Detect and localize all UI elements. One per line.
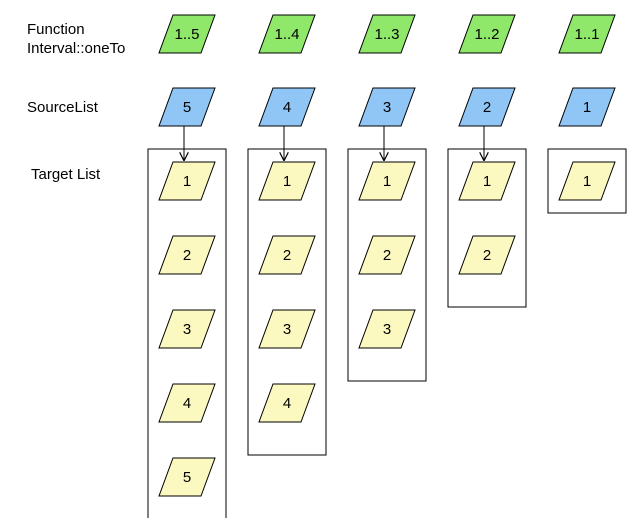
target-item-3-2: 2 (358, 235, 416, 275)
target-item-1-5-shape (158, 457, 216, 497)
target-item-2-2: 2 (258, 235, 316, 275)
target-item-2-2-shape (258, 235, 316, 275)
function-node-5-label: 1..1 (574, 26, 599, 43)
function-node-5-shape (558, 14, 616, 54)
source-row-label: SourceList (27, 99, 98, 116)
target-item-3-2-label: 2 (383, 247, 391, 264)
target-item-2-3: 3 (258, 309, 316, 349)
function-row-label: Function Interval::oneTo (27, 20, 125, 58)
target-item-1-2-shape (158, 235, 216, 275)
source-node-3: 3 (358, 87, 416, 127)
target-item-1-1-label: 1 (183, 173, 191, 190)
source-node-5-label: 1 (583, 99, 591, 116)
target-item-4-1-shape (458, 161, 516, 201)
function-node-4-label: 1..2 (474, 26, 499, 43)
target-item-1-3-label: 3 (183, 321, 191, 338)
target-item-2-4-shape (258, 383, 316, 423)
target-item-1-1-shape (158, 161, 216, 201)
function-node-1-label: 1..5 (174, 26, 199, 43)
source-node-4-shape (458, 87, 516, 127)
function-node-1: 1..5 (158, 14, 216, 54)
source-node-5: 1 (558, 87, 616, 127)
target-item-1-5-label: 5 (183, 469, 191, 486)
target-item-1-5: 5 (158, 457, 216, 497)
target-list-frame-2 (247, 148, 327, 456)
function-node-4: 1..2 (458, 14, 516, 54)
target-item-1-2: 2 (158, 235, 216, 275)
target-item-3-3: 3 (358, 309, 416, 349)
function-node-3-shape (358, 14, 416, 54)
source-node-1-label: 5 (183, 99, 191, 116)
target-item-2-1-label: 1 (283, 173, 291, 190)
target-item-3-2-shape (358, 235, 416, 275)
target-item-1-1: 1 (158, 161, 216, 201)
target-row-label: Target List (31, 166, 101, 183)
target-item-3-3-shape (358, 309, 416, 349)
target-item-4-2: 2 (458, 235, 516, 275)
target-item-4-2-shape (458, 235, 516, 275)
target-item-5-1: 1 (558, 161, 616, 201)
source-node-1-shape (158, 87, 216, 127)
target-list-frame-5 (547, 148, 627, 214)
target-item-5-1-label: 1 (583, 173, 591, 190)
target-list-frame-4 (447, 148, 527, 308)
source-node-4-label: 2 (483, 99, 491, 116)
source-node-4: 2 (458, 87, 516, 127)
source-node-2-label: 4 (283, 99, 291, 116)
target-item-2-2-label: 2 (283, 247, 291, 264)
function-node-2-label: 1..4 (274, 26, 299, 43)
target-item-5-1-shape (558, 161, 616, 201)
function-node-1-shape (158, 14, 216, 54)
function-label-line2: Interval::oneTo (27, 40, 126, 57)
target-item-1-2-label: 2 (183, 247, 191, 264)
target-item-2-1-shape (258, 161, 316, 201)
target-item-1-3-shape (158, 309, 216, 349)
function-node-2-shape (258, 14, 316, 54)
function-node-3-label: 1..3 (374, 26, 399, 43)
source-node-5-shape (558, 87, 616, 127)
target-item-4-2-label: 2 (483, 247, 491, 264)
target-item-1-3: 3 (158, 309, 216, 349)
function-node-3: 1..3 (358, 14, 416, 54)
target-item-2-3-shape (258, 309, 316, 349)
target-item-3-1-label: 1 (383, 173, 391, 190)
source-node-2-shape (258, 87, 316, 127)
target-item-3-3-label: 3 (383, 321, 391, 338)
target-item-4-1-label: 1 (483, 173, 491, 190)
target-item-3-1-shape (358, 161, 416, 201)
target-item-1-4-shape (158, 383, 216, 423)
target-item-2-4-label: 4 (283, 395, 291, 412)
function-node-2: 1..4 (258, 14, 316, 54)
source-node-3-shape (358, 87, 416, 127)
source-node-2: 4 (258, 87, 316, 127)
function-label-line1: Function (27, 21, 85, 38)
target-item-1-4-label: 4 (183, 395, 191, 412)
target-item-2-4: 4 (258, 383, 316, 423)
target-item-3-1: 1 (358, 161, 416, 201)
target-list-frame-3 (347, 148, 427, 382)
source-node-3-label: 3 (383, 99, 391, 116)
function-node-4-shape (458, 14, 516, 54)
target-item-4-1: 1 (458, 161, 516, 201)
target-item-2-1: 1 (258, 161, 316, 201)
target-item-2-3-label: 3 (283, 321, 291, 338)
source-node-1: 5 (158, 87, 216, 127)
function-node-5: 1..1 (558, 14, 616, 54)
target-item-1-4: 4 (158, 383, 216, 423)
target-list-frame-1 (147, 148, 227, 518)
